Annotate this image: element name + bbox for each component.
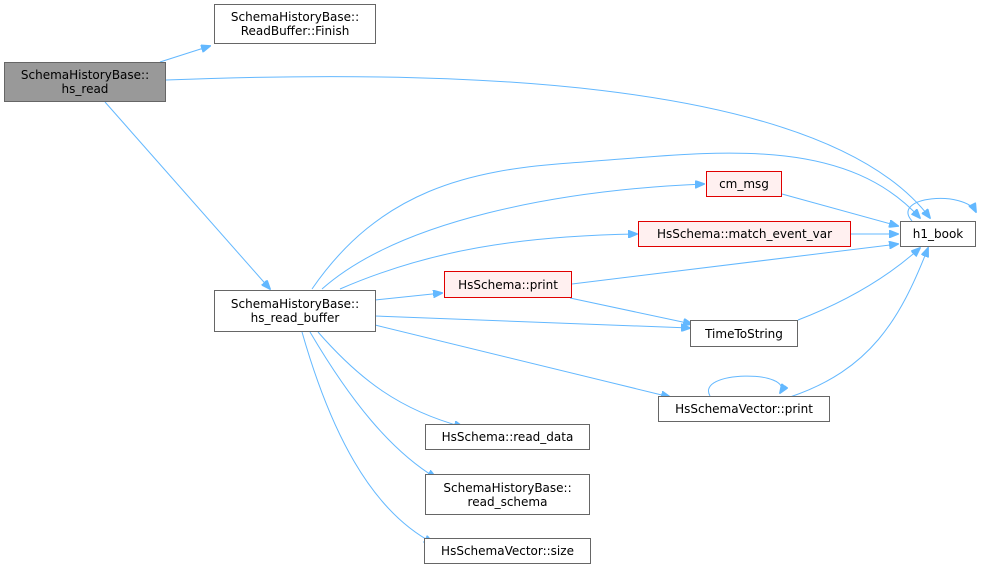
node-read-schema[interactable]: SchemaHistoryBase:: read_schema bbox=[425, 474, 590, 515]
node-cm-msg[interactable]: cm_msg bbox=[706, 171, 782, 197]
edge-timetostring-to-h1-book bbox=[797, 248, 920, 321]
edge-h1-book-self-loop bbox=[907, 197, 976, 222]
edge-hs-read-to-h1-book bbox=[165, 76, 930, 218]
node-size[interactable]: HsSchemaVector::size bbox=[424, 538, 591, 564]
edge-hs-read-buffer-to-match-event-var bbox=[339, 234, 637, 290]
node-hsschemavector-print-label: HsSchemaVector::print bbox=[675, 402, 813, 416]
edge-hsschemavector-print-self-loop bbox=[707, 375, 781, 397]
node-h1-book[interactable]: h1_book bbox=[900, 221, 976, 247]
node-read-data-label: HsSchema::read_data bbox=[441, 430, 574, 444]
node-size-label: HsSchemaVector::size bbox=[441, 544, 574, 558]
node-finish[interactable]: SchemaHistoryBase:: ReadBuffer::Finish bbox=[214, 4, 376, 44]
edge-hs-read-buffer-to-timetostring bbox=[374, 315, 690, 328]
node-hs-read-line-1: SchemaHistoryBase:: bbox=[20, 68, 150, 82]
edge-hs-read-buffer-to-hsschemavector-print bbox=[374, 324, 670, 397]
edge-hsschemavector-print-to-h1-book bbox=[789, 248, 928, 398]
edge-hs-read-to-finish bbox=[159, 46, 210, 63]
edge-cm-msg-to-h1-book bbox=[781, 193, 898, 226]
edge-hsschema-print-to-h1-book bbox=[571, 244, 898, 285]
node-h1-book-label: h1_book bbox=[912, 227, 964, 241]
node-hsschema-print[interactable]: HsSchema::print bbox=[444, 271, 572, 298]
node-finish-line-1: SchemaHistoryBase:: bbox=[230, 10, 360, 24]
edge-hs-read-buffer-to-read-schema bbox=[309, 331, 436, 478]
edge-hs-read-buffer-to-hsschema-print bbox=[374, 293, 442, 301]
node-cm-msg-label: cm_msg bbox=[719, 177, 769, 191]
node-hsschemavector-print[interactable]: HsSchemaVector::print bbox=[658, 396, 830, 422]
edge-hs-read-buffer-to-cm-msg bbox=[321, 184, 704, 290]
edge-hs-read-buffer-to-h1-book bbox=[311, 152, 920, 290]
node-hs-read-buffer-line-2: hs_read_buffer bbox=[250, 311, 340, 325]
node-read-schema-line-2: read_schema bbox=[467, 494, 548, 509]
node-timetostring[interactable]: TimeToString bbox=[690, 320, 798, 347]
node-match-event-var-label: HsSchema::match_event_var bbox=[656, 227, 833, 241]
edge-hs-read-buffer-to-read-data bbox=[317, 331, 463, 427]
node-read-data[interactable]: HsSchema::read_data bbox=[425, 424, 590, 450]
node-hs-read[interactable]: SchemaHistoryBase:: hs_read bbox=[4, 62, 166, 102]
node-hs-read-line-2: hs_read bbox=[61, 82, 109, 96]
node-hsschema-print-label: HsSchema::print bbox=[458, 277, 558, 292]
node-read-schema-line-1: SchemaHistoryBase:: bbox=[443, 480, 572, 495]
node-timetostring-label: TimeToString bbox=[705, 326, 783, 341]
node-hs-read-buffer-line-1: SchemaHistoryBase:: bbox=[230, 297, 360, 311]
edge-hs-read-buffer-to-size bbox=[301, 331, 433, 543]
edge-hsschema-print-to-timetostring bbox=[569, 297, 692, 324]
node-finish-line-2: ReadBuffer::Finish bbox=[240, 24, 350, 38]
edge-hs-read-to-hs-read-buffer bbox=[104, 101, 270, 289]
node-match-event-var[interactable]: HsSchema::match_event_var bbox=[638, 221, 851, 247]
node-hs-read-buffer[interactable]: SchemaHistoryBase:: hs_read_buffer bbox=[214, 290, 376, 332]
